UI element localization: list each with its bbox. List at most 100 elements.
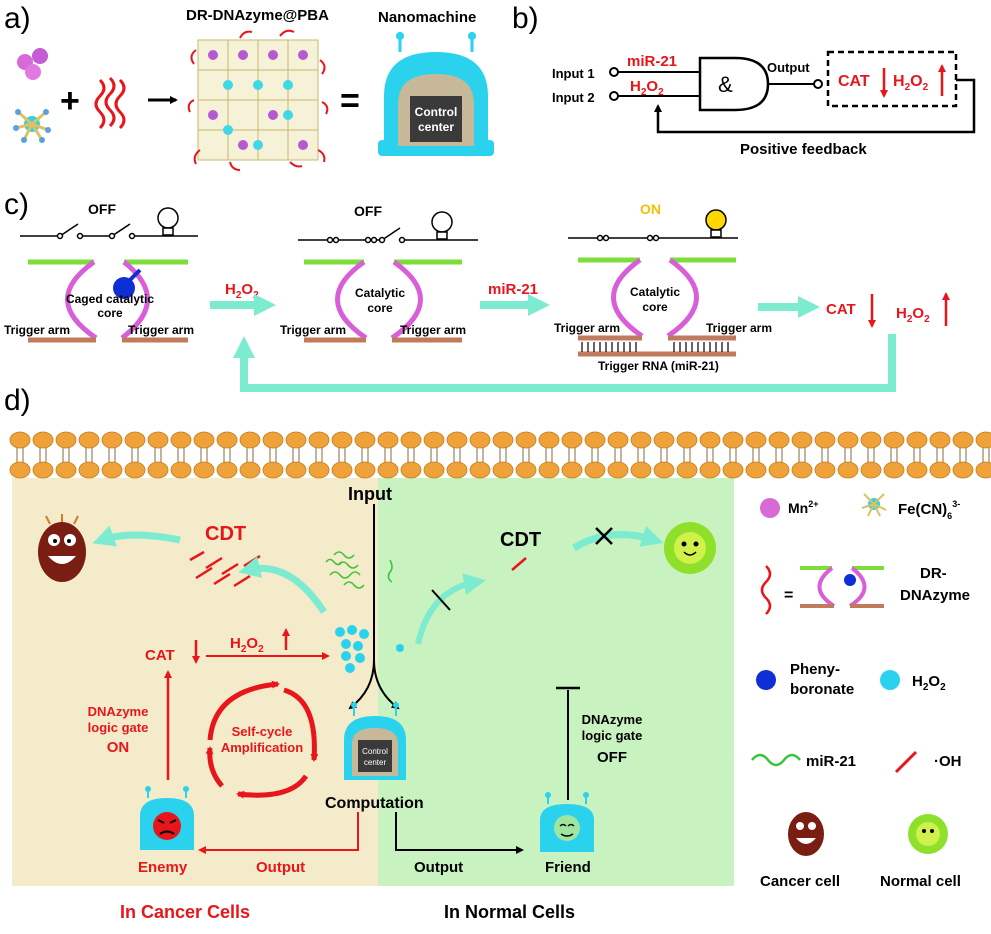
cdt-left-label: CDT: [205, 523, 246, 545]
panel-a: a) + DR-DNAzyme@PBA: [4, 2, 494, 171]
catalytic-core-3-line1: Catalytic: [630, 285, 680, 299]
caged-core-line1: Caged catalytic: [66, 292, 154, 306]
lipid-tail: [200, 448, 208, 462]
lipid-head: [745, 461, 767, 479]
cancer-cell-monster-icon: [38, 514, 86, 582]
lipid-head: [975, 461, 991, 479]
triggered-dnazyme: [578, 257, 736, 357]
cell-membrane: [9, 431, 991, 479]
cdt-right-label: CDT: [500, 529, 541, 551]
output-right-arrow: [395, 812, 524, 854]
control-center-line2: center: [418, 120, 454, 134]
h2o2-dots: [335, 625, 404, 673]
lipid-tail: [752, 448, 760, 462]
normal-cell-icon: [664, 522, 716, 574]
in-cancer-cells-label: In Cancer Cells: [120, 902, 250, 922]
bulb-off-icon: [157, 207, 179, 236]
h2o2-step-label: H2O2: [225, 281, 259, 301]
lipid-head: [791, 461, 813, 479]
lipid-head: [768, 431, 790, 449]
dnazyme-strands-icon: [94, 76, 126, 130]
output-left-label: Output: [256, 859, 305, 876]
lipid-head: [469, 461, 491, 479]
dnazyme-on-line3: ON: [107, 739, 130, 756]
lipid-tail: [890, 448, 898, 462]
cat-left-label: CAT: [145, 647, 175, 664]
lipid-tail: [177, 448, 185, 462]
lipid-tail: [85, 448, 93, 462]
lipid-head: [446, 461, 468, 479]
lipid-head: [929, 431, 951, 449]
lipid-head: [354, 431, 376, 449]
cat-result-label: CAT: [826, 301, 856, 318]
legend-h2o2-icon: [880, 670, 900, 690]
lipid-head: [584, 431, 606, 449]
lipid-head: [423, 461, 445, 479]
input1-node: [609, 67, 619, 77]
panel-b-label: b): [512, 2, 539, 35]
lipid-head: [239, 461, 261, 479]
self-cycle-line2: Amplification: [221, 740, 303, 755]
lipid-head: [331, 431, 353, 449]
legend-equals: =: [784, 587, 793, 604]
h2o2-result-label: H2O2: [896, 305, 930, 325]
legend-phenylboronate-icon: [756, 670, 776, 690]
lipid-head: [584, 461, 606, 479]
panel-c-label: c): [4, 188, 29, 221]
lipid-head: [285, 461, 307, 479]
mir21-step-label: miR-21: [488, 281, 538, 298]
trigger-arm-1b: Trigger arm: [128, 323, 194, 337]
lipid-head: [630, 431, 652, 449]
enemy-robot-icon: [140, 786, 194, 850]
lipid-head: [423, 431, 445, 449]
legend-cancer-cell-icon: [788, 812, 824, 856]
lipid-head: [929, 461, 951, 479]
panel-a-label: a): [4, 2, 31, 35]
dnazyme-off-line2: logic gate: [582, 728, 643, 743]
lipid-tail: [913, 448, 921, 462]
lipid-head: [653, 431, 675, 449]
lipid-head: [561, 431, 583, 449]
lipid-head: [975, 431, 991, 449]
catalytic-core-2-line1: Catalytic: [355, 286, 405, 300]
lipid-tail: [660, 448, 668, 462]
lipid-tail: [223, 448, 231, 462]
lipid-head: [446, 431, 468, 449]
lipid-tail: [821, 448, 829, 462]
bulb-on-icon: [705, 209, 727, 238]
lipid-head: [768, 461, 790, 479]
mir21-strands: [325, 551, 393, 589]
lipid-head: [515, 431, 537, 449]
circuit-off-2: [298, 227, 478, 244]
lipid-tail: [62, 448, 70, 462]
positive-feedback-label: Positive feedback: [740, 141, 867, 158]
lipid-head: [101, 431, 123, 449]
legend-pheny-line2: boronate: [790, 681, 854, 698]
lipid-head: [699, 461, 721, 479]
friend-label: Friend: [545, 859, 591, 876]
lipid-head: [653, 461, 675, 479]
lipid-head: [32, 461, 54, 479]
lipid-head: [883, 461, 905, 479]
lipid-head: [837, 461, 859, 479]
panel-b: b) Input 1 Input 2 miR-21 H2O2 & Output …: [512, 2, 976, 158]
lipid-tail: [499, 448, 507, 462]
lipid-head: [377, 431, 399, 449]
lipid-head: [469, 431, 491, 449]
lipid-head: [216, 431, 238, 449]
computation-control-line2: center: [364, 758, 387, 767]
lipid-tail: [108, 448, 116, 462]
lipid-tail: [798, 448, 806, 462]
lipid-tail: [522, 448, 530, 462]
lipid-head: [400, 461, 422, 479]
trigger-arm-3b: Trigger arm: [706, 321, 772, 335]
lipid-head: [55, 461, 77, 479]
input1-label: Input 1: [552, 66, 595, 81]
lipid-head: [170, 431, 192, 449]
legend-cancer-cell: Cancer cell: [760, 873, 840, 890]
feedback-loop-arrow-c: [233, 334, 896, 392]
lipid-head: [9, 461, 31, 479]
lipid-tail: [246, 448, 254, 462]
lipid-head: [952, 431, 974, 449]
lipid-head: [860, 431, 882, 449]
